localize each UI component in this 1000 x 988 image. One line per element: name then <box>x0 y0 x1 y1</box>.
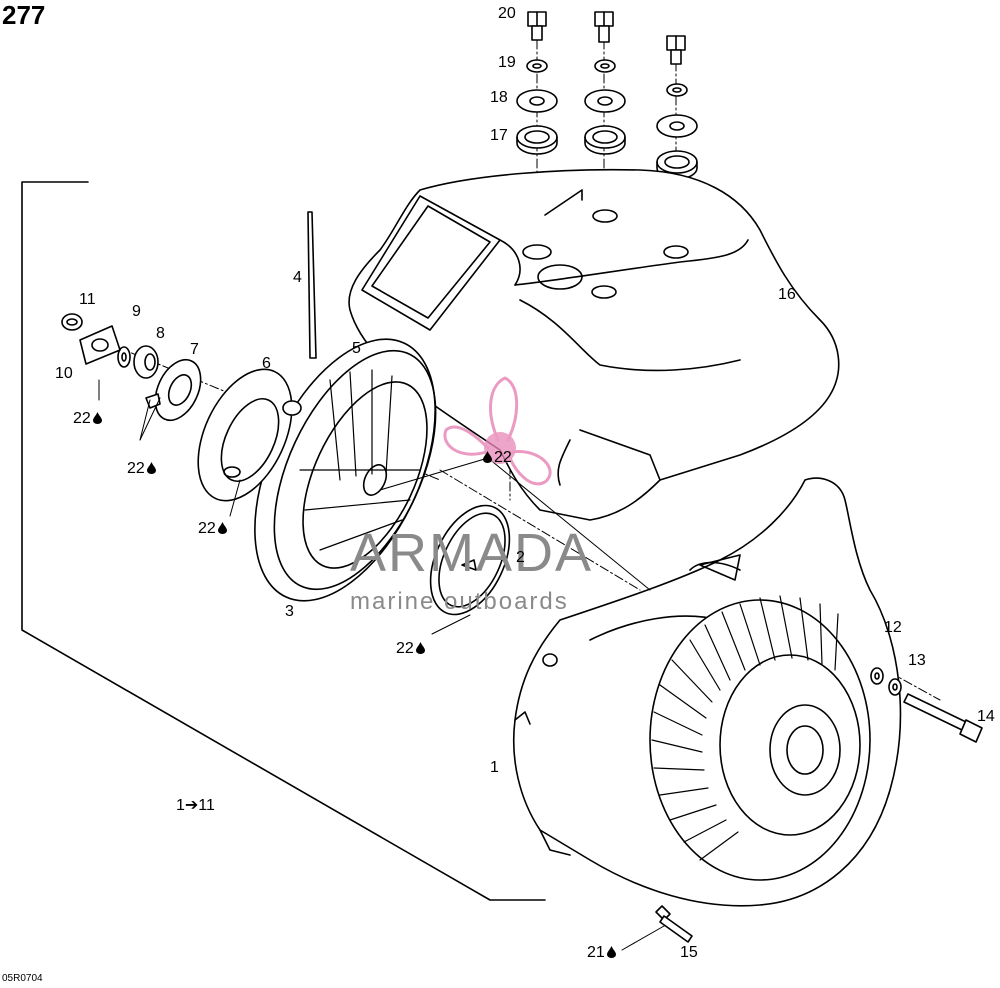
washer-12 <box>870 667 884 685</box>
lubricant-drop-icon <box>483 451 492 463</box>
washer-13 <box>888 678 902 696</box>
washer-19 <box>526 59 688 97</box>
callout-21-number: 21 <box>587 944 605 961</box>
lubricant-drop-icon <box>415 642 425 654</box>
callout-8: 8 <box>156 325 165 342</box>
watermark-logo <box>443 376 552 486</box>
callout-22-b-number: 22 <box>127 460 145 477</box>
watermark-brand: ARMADA <box>350 523 594 583</box>
callout-22-c-number: 22 <box>198 520 216 537</box>
callout-13: 13 <box>908 652 926 669</box>
page-number: 277 <box>2 0 46 30</box>
callout-22-a-number: 22 <box>73 410 91 427</box>
callout-22-a: 22 <box>73 411 102 427</box>
recoil-spring-2 <box>429 504 511 616</box>
bolt-20b <box>594 11 614 43</box>
washer-18 <box>516 89 698 138</box>
callout-2: 2 <box>516 549 525 566</box>
washer-9 <box>117 346 131 368</box>
callout-16: 16 <box>778 286 796 303</box>
callout-22-d: 22 <box>483 450 512 466</box>
callout-11: 11 <box>79 291 96 308</box>
lubricant-drop-icon <box>146 462 156 474</box>
callout-19: 19 <box>498 54 516 71</box>
screw-15 <box>655 905 693 943</box>
callout-18: 18 <box>490 89 508 106</box>
lubricant-drop-icon <box>92 412 102 424</box>
callout-22-d-number: 22 <box>494 449 512 466</box>
callout-5: 5 <box>352 340 361 357</box>
starter-cover-16 <box>348 168 840 521</box>
part-range-label: 1➔11 <box>176 797 215 814</box>
callout-1: 1 <box>490 759 499 776</box>
bushing-8 <box>133 345 159 379</box>
lubricant-drop-icon <box>606 946 616 958</box>
callout-3: 3 <box>285 603 294 620</box>
callout-21: 21 <box>587 945 616 961</box>
callout-6: 6 <box>262 355 271 372</box>
callout-17: 17 <box>490 127 508 144</box>
callout-12: 12 <box>884 619 902 636</box>
callout-22-e: 22 <box>396 641 425 657</box>
callout-7: 7 <box>190 341 199 358</box>
drive-cup-6 <box>197 368 302 502</box>
callout-14: 14 <box>977 708 995 725</box>
locknut-11 <box>61 313 83 331</box>
callout-9: 9 <box>132 303 141 320</box>
leader-lines <box>98 379 665 951</box>
figure-code: 05R0704 <box>2 973 43 984</box>
callout-15: 15 <box>680 944 698 961</box>
bolt-20c <box>666 35 686 65</box>
lubricant-drop-icon <box>217 522 227 534</box>
bolt-14 <box>903 693 983 743</box>
callout-22-c: 22 <box>198 521 227 537</box>
callout-4: 4 <box>293 269 302 286</box>
callout-22-e-number: 22 <box>396 640 414 657</box>
fan-housing-1 <box>512 477 902 907</box>
callout-22-b: 22 <box>127 461 156 477</box>
watermark-tagline: marine outboards <box>350 588 569 615</box>
retainer-10 <box>79 325 121 365</box>
bolt-20 <box>527 11 547 41</box>
callout-20: 20 <box>498 5 516 22</box>
assembly-bracket <box>21 181 546 901</box>
callout-10: 10 <box>55 365 73 382</box>
starter-rope-4 <box>307 211 317 359</box>
